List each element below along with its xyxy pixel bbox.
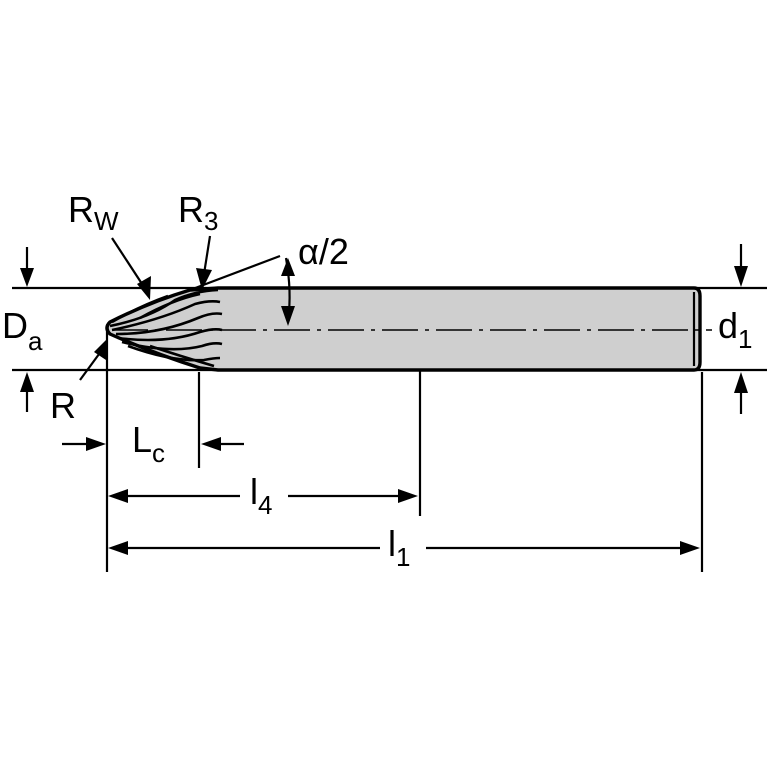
rw-leader [111, 237, 151, 300]
r-leader [79, 338, 108, 381]
shank-outline [105, 286, 702, 372]
label-d1: d1 [718, 305, 753, 354]
label-da: Da [2, 305, 43, 356]
r3-leader [196, 235, 212, 290]
label-l4: l4 [250, 471, 272, 520]
label-rw: RW [68, 189, 119, 236]
label-r: R [50, 385, 76, 426]
l1-dimension [108, 541, 700, 555]
d1-dimension-arrows [734, 244, 748, 414]
label-alpha-half: α/2 [298, 231, 349, 272]
alpha-angle-marker [189, 254, 295, 326]
lc-dimension [62, 437, 244, 451]
l4-dimension [108, 489, 418, 503]
label-l1: l1 [388, 523, 410, 572]
label-lc: Lc [132, 419, 165, 468]
tool-body [105, 286, 702, 372]
label-r3: R3 [178, 189, 218, 236]
cutting-flutes [109, 288, 223, 368]
da-dimension-arrows [20, 247, 34, 412]
